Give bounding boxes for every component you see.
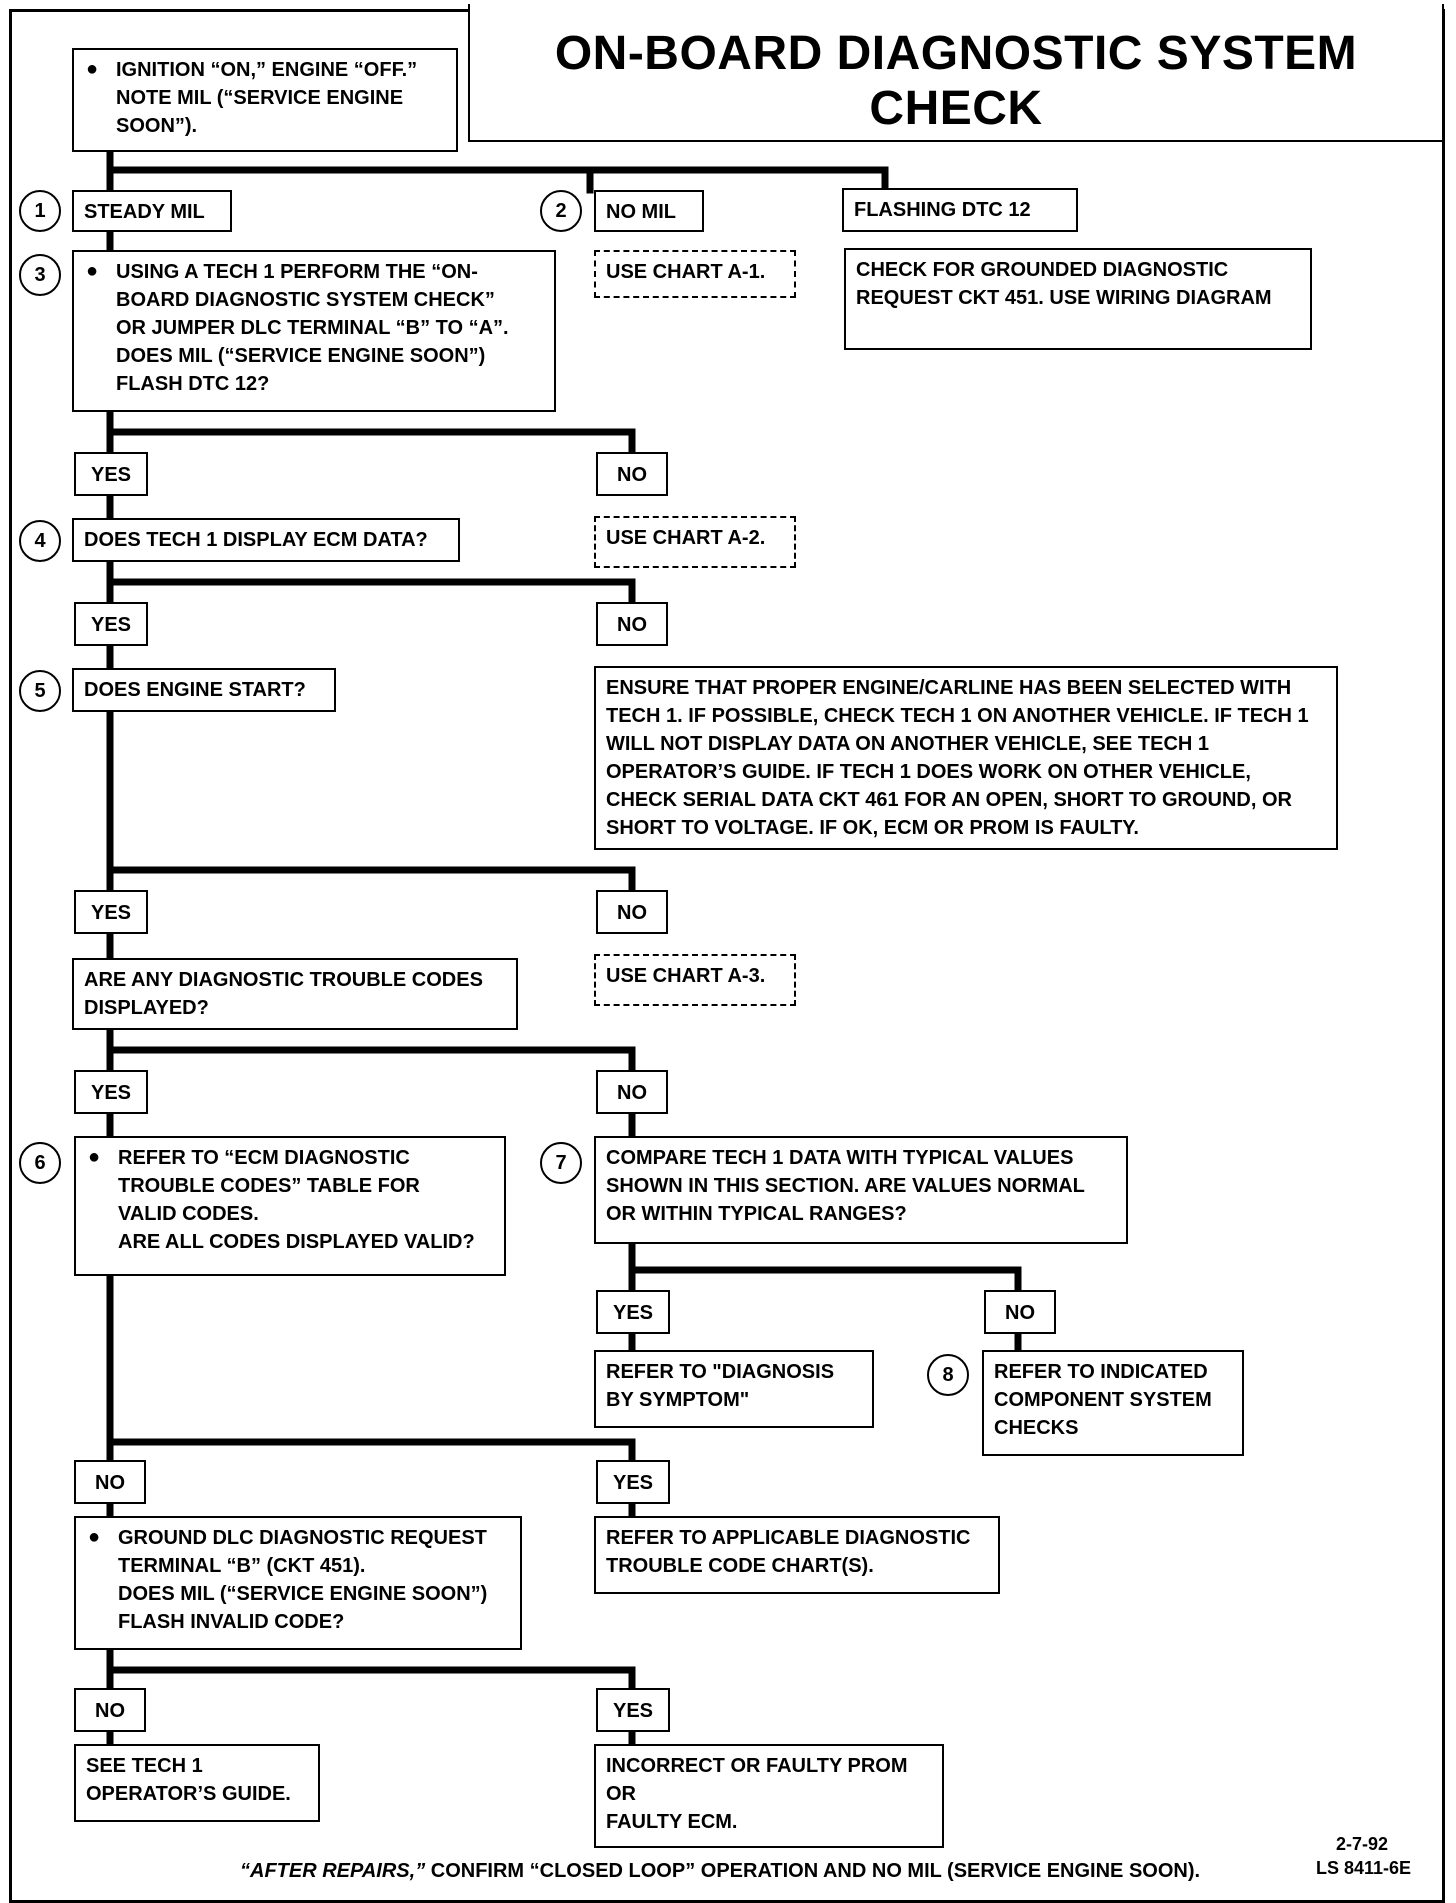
use-chart-a1-box: USE CHART A-1.: [594, 250, 796, 298]
connector-step5-branch: [106, 708, 636, 894]
connector-step6-branch: [106, 1270, 636, 1464]
no-label-2: NO: [596, 602, 668, 646]
no-mil-text: NO MIL: [606, 201, 676, 223]
ground-dlc-box: ● GROUND DLC DIAGNOSTIC REQUEST TERMINAL…: [74, 1516, 522, 1650]
use-chart-a3-box: USE CHART A-3.: [594, 954, 796, 1006]
use-chart-a2-text: USE CHART A-2.: [606, 527, 766, 549]
step-number-5: 5: [19, 670, 61, 712]
component-checks-text: REFER TO INDICATED COMPONENT SYSTEM CHEC…: [994, 1361, 1212, 1439]
revision-date: 2-7-92: [1336, 1834, 1389, 1854]
document-code: LS 8411-6E: [1316, 1858, 1412, 1878]
step-number-1: 1: [19, 190, 61, 232]
component-checks-box: REFER TO INDICATED COMPONENT SYSTEM CHEC…: [982, 1350, 1244, 1456]
step-number-6: 6: [19, 1142, 61, 1184]
step6-box: ● REFER TO “ECM DIAGNOSTIC TROUBLE CODES…: [74, 1136, 506, 1276]
connector-dtc-branch: [106, 1026, 636, 1074]
bullet-icon: ●: [86, 58, 99, 80]
start-text: IGNITION “ON,” ENGINE “OFF.” NOTE MIL (“…: [116, 59, 418, 137]
any-dtc-text: ARE ANY DIAGNOSTIC TROUBLE CODES DISPLAY…: [84, 969, 483, 1019]
step-number-3: 3: [19, 254, 61, 296]
yes-label-7: YES: [596, 1688, 670, 1732]
step5-text: DOES ENGINE START?: [84, 679, 306, 701]
step3-box: ● USING A TECH 1 PERFORM THE “ON- BOARD …: [72, 250, 556, 412]
yes-label-5: YES: [596, 1290, 670, 1334]
no-label-7: NO: [74, 1688, 146, 1732]
bullet-icon: ●: [88, 1146, 101, 1168]
incorrect-prom-text: INCORRECT OR FAULTY PROM OR FAULTY ECM.: [606, 1755, 908, 1833]
step-number-2: 2: [540, 190, 582, 232]
steady-mil-box: STEADY MIL: [72, 190, 232, 232]
no-mil-box: NO MIL: [594, 190, 704, 232]
diagnosis-by-symptom-text: REFER TO "DIAGNOSIS BY SYMPTOM": [606, 1361, 835, 1411]
yes-label-2: YES: [74, 602, 148, 646]
title-box: ON-BOARD DIAGNOSTIC SYSTEM CHECK: [468, 4, 1444, 142]
incorrect-prom-box: INCORRECT OR FAULTY PROM OR FAULTY ECM.: [594, 1744, 944, 1848]
step3-text: USING A TECH 1 PERFORM THE “ON- BOARD DI…: [116, 261, 509, 395]
see-tech1-text: SEE TECH 1 OPERATOR’S GUIDE.: [86, 1755, 291, 1805]
step7-box: COMPARE TECH 1 DATA WITH TYPICAL VALUES …: [594, 1136, 1128, 1244]
flashing-dtc-text: FLASHING DTC 12: [854, 199, 1031, 221]
step4-box: DOES TECH 1 DISPLAY ECM DATA?: [72, 518, 460, 562]
yes-label-3: YES: [74, 890, 148, 934]
ensure-engine-text: ENSURE THAT PROPER ENGINE/CARLINE HAS BE…: [606, 677, 1309, 839]
step4-text: DOES TECH 1 DISPLAY ECM DATA?: [84, 529, 428, 551]
check-grounded-text: CHECK FOR GROUNDED DIAGNOSTIC REQUEST CK…: [856, 259, 1272, 309]
steady-mil-text: STEADY MIL: [84, 201, 205, 223]
step7-text: COMPARE TECH 1 DATA WITH TYPICAL VALUES …: [606, 1147, 1085, 1225]
connector-start-branch: [106, 146, 889, 194]
connector-ground-branch: [106, 1644, 636, 1692]
step5-box: DOES ENGINE START?: [72, 668, 336, 712]
see-tech1-box: SEE TECH 1 OPERATOR’S GUIDE.: [74, 1744, 320, 1822]
page-title: ON-BOARD DIAGNOSTIC SYSTEM CHECK: [554, 27, 1358, 135]
ensure-engine-box: ENSURE THAT PROPER ENGINE/CARLINE HAS BE…: [594, 666, 1338, 850]
no-label-5: NO: [984, 1290, 1056, 1334]
bullet-icon: ●: [86, 260, 99, 282]
any-dtc-box: ARE ANY DIAGNOSTIC TROUBLE CODES DISPLAY…: [72, 958, 518, 1030]
yes-label-1: YES: [74, 452, 148, 496]
step-number-4: 4: [19, 520, 61, 562]
footer-italic: “AFTER REPAIRS,”: [240, 1860, 426, 1882]
use-chart-a3-text: USE CHART A-3.: [606, 965, 766, 987]
check-grounded-box: CHECK FOR GROUNDED DIAGNOSTIC REQUEST CK…: [844, 248, 1312, 350]
connector-step7-branch: [628, 1238, 1022, 1294]
applicable-chart-box: REFER TO APPLICABLE DIAGNOSTIC TROUBLE C…: [594, 1516, 1000, 1594]
yes-label-6: YES: [596, 1460, 670, 1504]
connector-step3-branch: [106, 408, 636, 456]
use-chart-a2-box: USE CHART A-2.: [594, 516, 796, 568]
step-number-7: 7: [540, 1142, 582, 1184]
start-box: ● IGNITION “ON,” ENGINE “OFF.” NOTE MIL …: [72, 48, 458, 152]
step-number-8: 8: [927, 1354, 969, 1396]
flashing-dtc-box: FLASHING DTC 12: [842, 188, 1078, 232]
footer-text: CONFIRM “CLOSED LOOP” OPERATION AND NO M…: [425, 1860, 1201, 1882]
no-label-6: NO: [74, 1460, 146, 1504]
step6-text: REFER TO “ECM DIAGNOSTIC TROUBLE CODES” …: [118, 1147, 475, 1253]
bullet-icon: ●: [88, 1526, 101, 1548]
no-label-4: NO: [596, 1070, 668, 1114]
connector-step4-branch: [106, 558, 636, 606]
ground-dlc-text: GROUND DLC DIAGNOSTIC REQUEST TERMINAL “…: [118, 1527, 488, 1633]
yes-label-4: YES: [74, 1070, 148, 1114]
diagnosis-by-symptom-box: REFER TO "DIAGNOSIS BY SYMPTOM": [594, 1350, 874, 1428]
use-chart-a1-text: USE CHART A-1.: [606, 261, 766, 283]
applicable-chart-text: REFER TO APPLICABLE DIAGNOSTIC TROUBLE C…: [606, 1527, 971, 1577]
no-label-1: NO: [596, 452, 668, 496]
no-label-3: NO: [596, 890, 668, 934]
